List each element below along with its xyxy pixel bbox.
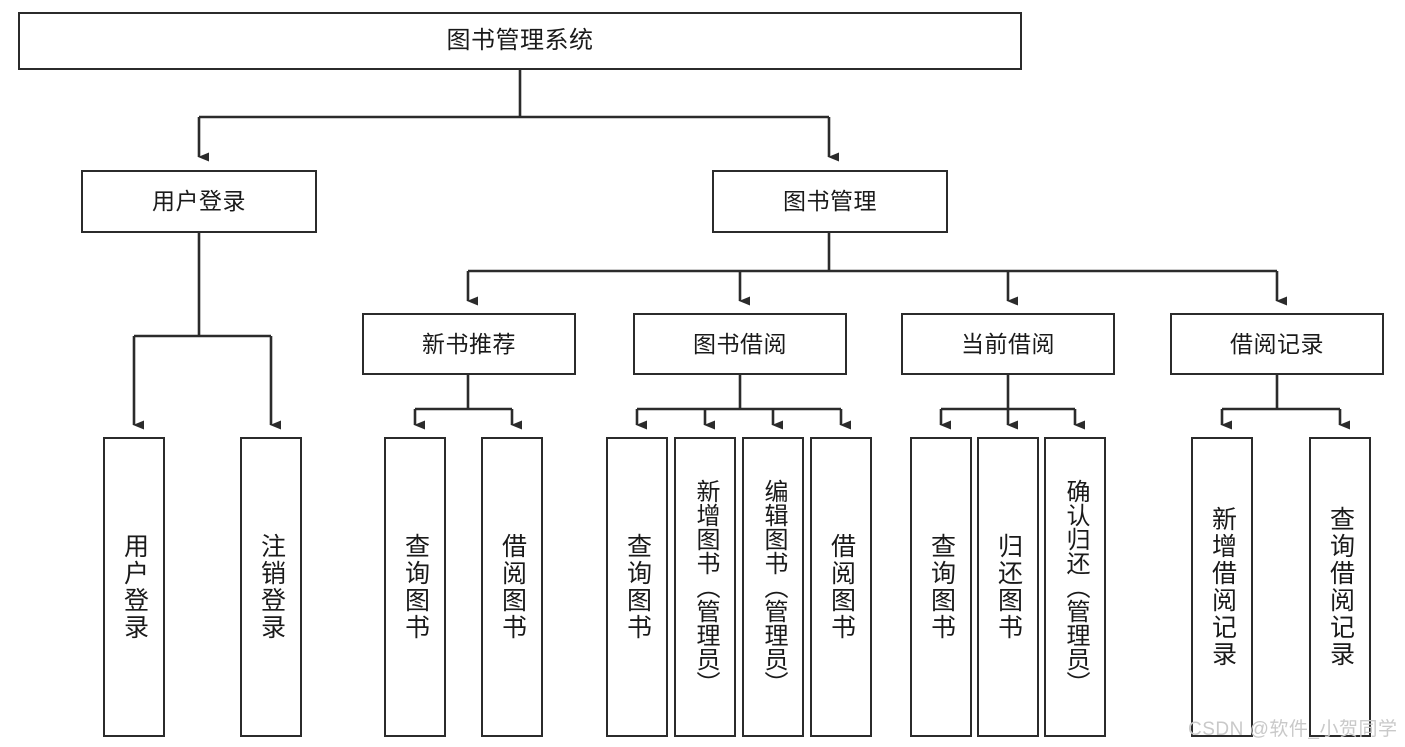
node-label: 新书推荐 [422,330,516,357]
csdn-watermark: CSDN @软件_小贺同学 [1188,719,1398,740]
leaf-user-login[interactable]: 用户登录 [103,437,165,737]
node-book-management[interactable]: 图书管理 [712,170,948,233]
node-label: 新增图书（管理员） [691,479,719,695]
leaf-query-borrow-record[interactable]: 查询借阅记录 [1309,437,1371,737]
leaf-user-logout[interactable]: 注销登录 [240,437,302,737]
node-label: 查询图书 [927,533,956,641]
node-label: 图书管理系统 [446,27,594,55]
node-label: 借阅图书 [498,533,527,641]
leaf-return-book[interactable]: 归还图书 [977,437,1039,737]
node-label: 当前借阅 [961,330,1055,357]
node-label: 新增借阅记录 [1208,506,1237,668]
leaf-borrow-book-recommend[interactable]: 借阅图书 [481,437,543,737]
node-label: 用户登录 [152,188,246,215]
leaf-add-borrow-record[interactable]: 新增借阅记录 [1191,437,1253,737]
node-current-borrow[interactable]: 当前借阅 [901,313,1115,375]
node-label: 图书管理 [783,188,877,215]
leaf-add-book-admin[interactable]: 新增图书（管理员） [674,437,736,737]
leaf-query-book-current[interactable]: 查询图书 [910,437,972,737]
node-new-book-recommend[interactable]: 新书推荐 [362,313,576,375]
node-label: 归还图书 [994,533,1023,641]
node-label: 借阅记录 [1230,330,1324,357]
leaf-confirm-return-admin[interactable]: 确认归还（管理员） [1044,437,1106,737]
node-label: 查询图书 [623,533,652,641]
leaf-edit-book-admin[interactable]: 编辑图书（管理员） [742,437,804,737]
node-label: 查询借阅记录 [1326,506,1355,668]
leaf-borrow-book[interactable]: 借阅图书 [810,437,872,737]
node-label: 借阅图书 [827,533,856,641]
node-label: 查询图书 [401,533,430,641]
node-label: 确认归还（管理员） [1061,479,1089,695]
leaf-query-book-borrow[interactable]: 查询图书 [606,437,668,737]
node-label: 编辑图书（管理员） [759,479,787,695]
node-borrow-record[interactable]: 借阅记录 [1170,313,1384,375]
node-root-book-management-system[interactable]: 图书管理系统 [18,12,1022,70]
node-label: 注销登录 [257,533,286,641]
node-user-login[interactable]: 用户登录 [81,170,317,233]
node-label: 用户登录 [120,533,149,641]
leaf-query-book-recommend[interactable]: 查询图书 [384,437,446,737]
node-label: 图书借阅 [693,330,787,357]
node-book-borrow[interactable]: 图书借阅 [633,313,847,375]
